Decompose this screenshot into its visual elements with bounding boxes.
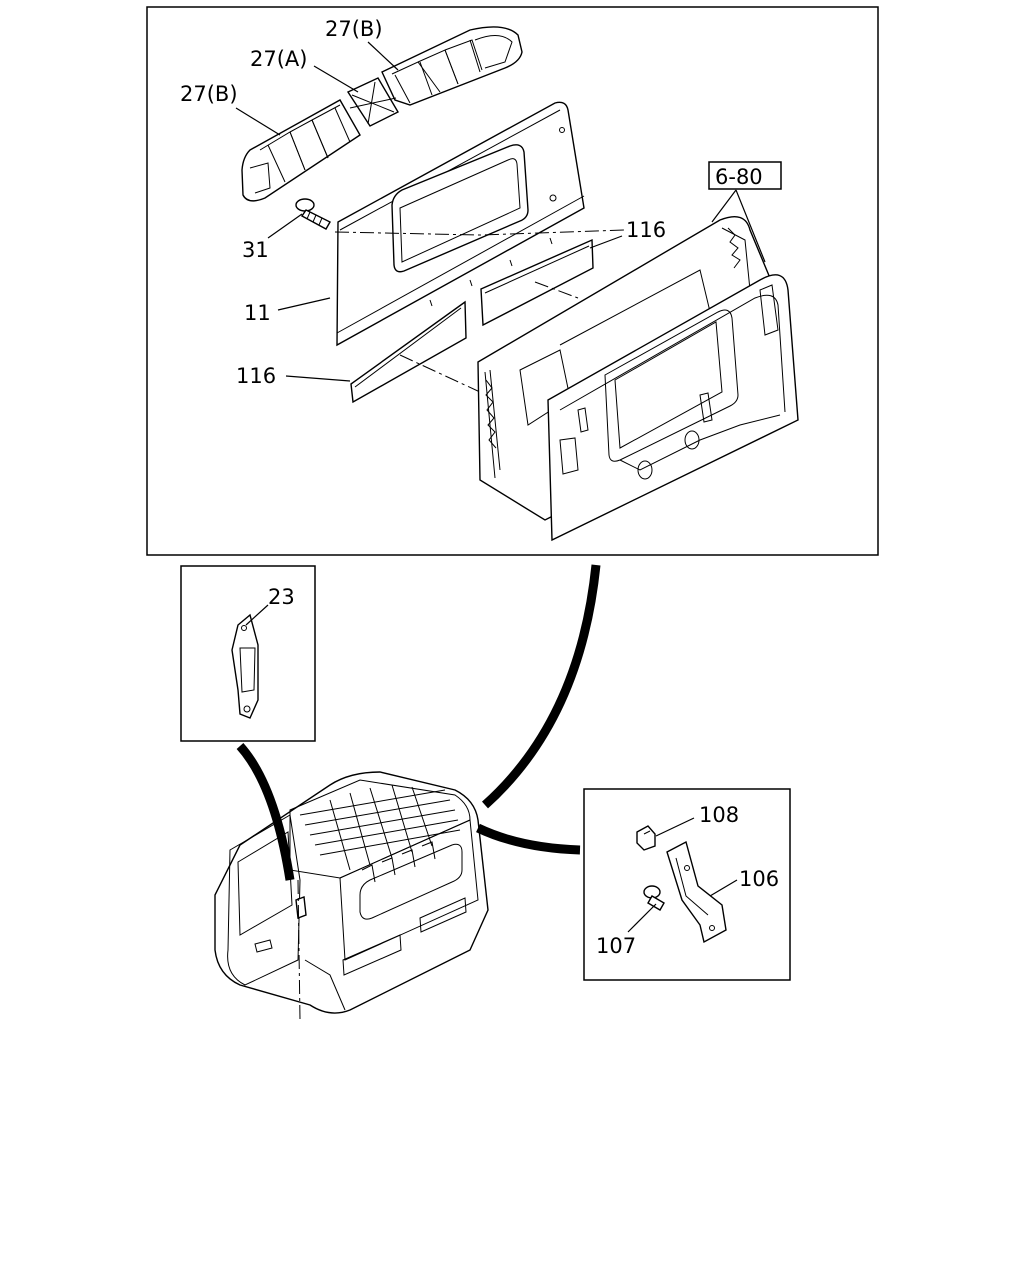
main-detail-box — [146, 6, 879, 556]
screw-31 — [295, 198, 331, 230]
leader-106 — [709, 879, 738, 897]
bracket-23 — [231, 613, 259, 719]
label-108: 108 — [699, 803, 739, 827]
vent-grille-27b-top — [381, 26, 523, 106]
cab-overview — [214, 771, 489, 1014]
label-116-left: 116 — [236, 364, 276, 388]
label-23: 23 — [268, 585, 295, 609]
leader-680 — [711, 189, 766, 263]
inset-box-106 — [583, 788, 791, 981]
label-107: 107 — [596, 934, 636, 958]
ref-box-6-80 — [708, 161, 782, 190]
connector-arc-106 — [476, 823, 581, 855]
bolt-107 — [643, 885, 665, 911]
label-27a: 27(A) — [250, 47, 307, 71]
cab-back-panel-6-80 — [477, 216, 799, 542]
leader-31 — [267, 213, 303, 239]
leader-23 — [245, 604, 269, 626]
leader-107 — [627, 903, 657, 933]
label-106: 106 — [739, 867, 779, 891]
clip-108 — [636, 825, 656, 851]
connector-arc-top — [481, 564, 601, 809]
insulator-pad-116-left — [350, 300, 467, 404]
label-31: 31 — [242, 238, 269, 262]
leader-108 — [655, 817, 695, 837]
leader-116-top — [589, 235, 623, 249]
label-27b-left: 27(B) — [180, 82, 238, 106]
bracket-106 — [666, 840, 727, 944]
leader-27a — [313, 65, 359, 93]
back-trim-panel-11 — [336, 101, 585, 347]
vent-grille-27a — [346, 77, 399, 127]
label-6-80: 6-80 — [715, 165, 763, 189]
leader-11 — [277, 297, 331, 311]
label-27b-top: 27(B) — [325, 17, 383, 41]
label-11: 11 — [244, 301, 271, 325]
connector-arc-23 — [236, 742, 295, 881]
vent-grille-27b-left — [241, 99, 361, 202]
inset-box-23 — [180, 565, 316, 742]
leader-27b-left — [235, 107, 281, 136]
leader-116-left — [285, 375, 351, 382]
leader-27b-top — [367, 41, 399, 71]
label-116-top: 116 — [626, 218, 666, 242]
